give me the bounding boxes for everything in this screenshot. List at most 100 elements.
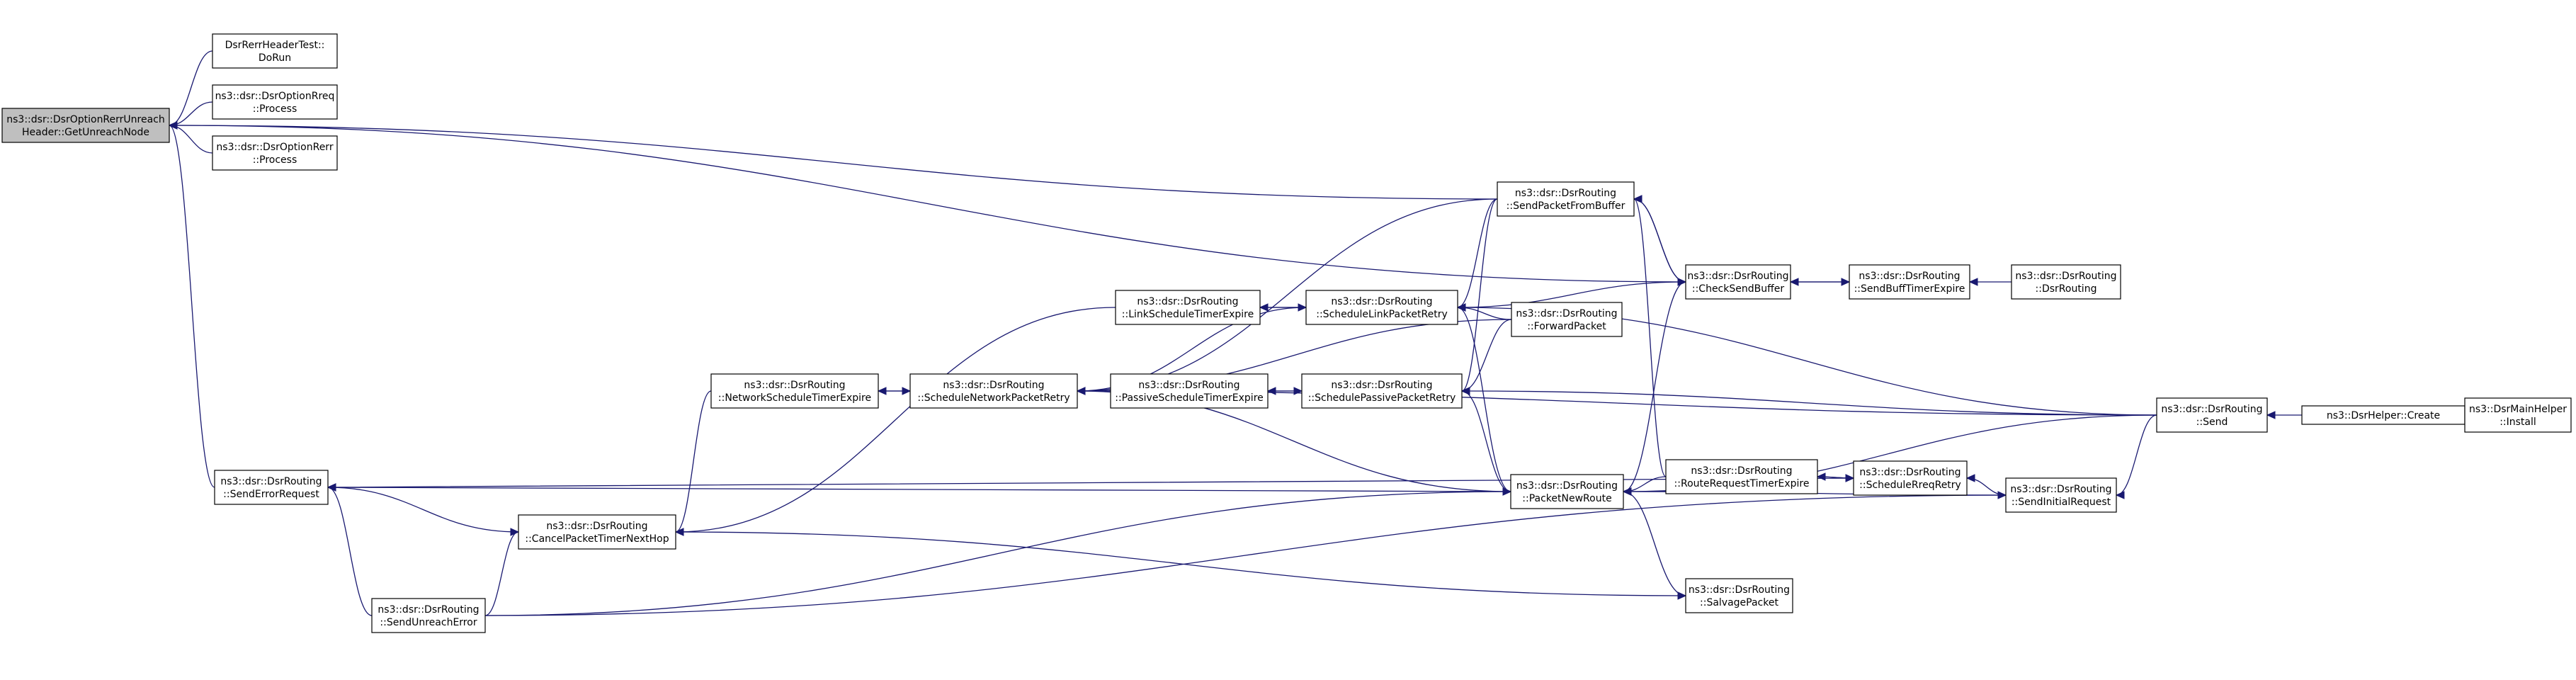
edge-arrowhead bbox=[2115, 491, 2125, 499]
edge-netexpire-to-cancel bbox=[674, 390, 712, 536]
edge-line bbox=[484, 531, 519, 616]
node-label-line: ns3::dsr::DsrRouting bbox=[1137, 296, 1238, 307]
node-label-line: ::Process bbox=[253, 103, 297, 115]
edge-rerrtest-to-root bbox=[168, 50, 213, 130]
node-box bbox=[2011, 264, 2121, 300]
node-forward[interactable]: ns3::dsr::DsrRouting::ForwardPacket bbox=[1511, 302, 1623, 337]
edge-send-to-schedpass bbox=[1460, 387, 2157, 416]
node-rreqproc[interactable]: ns3::dsr::DsrOptionRreq::Process bbox=[212, 84, 338, 120]
node-label-line: ns3::dsr::DsrOptionRerrUnreach bbox=[6, 114, 165, 125]
node-sendunreach[interactable]: ns3::dsr::DsrRouting::SendUnreachError bbox=[371, 598, 486, 633]
node-rerrtest[interactable]: DsrRerrHeaderTest::DoRun bbox=[212, 33, 338, 69]
node-label-line: ns3::dsr::DsrRouting bbox=[1331, 380, 1432, 391]
node-ctor[interactable]: ns3::dsr::DsrRouting::DsrRouting bbox=[2011, 264, 2121, 300]
edge-linkexpire-to-cancel bbox=[674, 307, 1116, 536]
node-label-line: ns3::dsr::DsrOptionRreq bbox=[215, 91, 335, 102]
node-label-line: ::CancelPacketTimerNextHop bbox=[525, 533, 669, 545]
edge-ctor-to-buftimer bbox=[1968, 278, 2012, 286]
node-box bbox=[1685, 264, 1791, 300]
edge-arrowhead bbox=[1677, 278, 1687, 286]
node-rreqretry[interactable]: ns3::dsr::DsrRouting::ScheduleRreqRetry bbox=[1853, 460, 1968, 496]
node-senderr[interactable]: ns3::dsr::DsrRouting::SendErrorRequest bbox=[214, 470, 329, 505]
node-schedlink[interactable]: ns3::dsr::DsrRouting::ScheduleLinkPacket… bbox=[1305, 290, 1458, 325]
node-label-line: DsrRerrHeaderTest:: bbox=[225, 40, 325, 51]
node-schedpass[interactable]: ns3::dsr::DsrRouting::SchedulePassivePac… bbox=[1301, 373, 1463, 409]
edge-sendbuf-to-schedpass bbox=[1460, 198, 1498, 395]
node-label-line: ::SendPacketFromBuffer bbox=[1507, 200, 1625, 212]
node-sendbuf[interactable]: ns3::dsr::DsrRouting::SendPacketFromBuff… bbox=[1497, 181, 1635, 217]
edge-send-to-initreq bbox=[2115, 414, 2157, 499]
edge-passexpire-to-schedpass bbox=[1268, 387, 1303, 395]
node-label-line: ::ForwardPacket bbox=[1527, 321, 1606, 332]
node-box bbox=[1305, 290, 1458, 325]
node-box bbox=[1497, 181, 1635, 217]
node-rerrproc[interactable]: ns3::dsr::DsrOptionRerr::Process bbox=[212, 135, 338, 171]
edge-line bbox=[1461, 319, 1512, 392]
node-install[interactable]: ns3::DsrMainHelper::Install bbox=[2464, 397, 2572, 433]
edge-arrowhead bbox=[2266, 411, 2276, 419]
node-box bbox=[1853, 460, 1968, 496]
node-label-line: ns3::dsr::DsrRouting bbox=[1689, 584, 1790, 596]
node-rreqtimer[interactable]: ns3::dsr::DsrRouting::RouteRequestTimerE… bbox=[1665, 459, 1818, 494]
node-label-line: ::ScheduleLinkPacketRetry bbox=[1316, 309, 1447, 320]
node-label-line: Header::GetUnreachNode bbox=[22, 127, 149, 138]
node-box bbox=[1849, 264, 1970, 300]
node-checkbuf[interactable]: ns3::dsr::DsrRouting::CheckSendBuffer bbox=[1685, 264, 1791, 300]
edge-schedlink-to-newroute bbox=[1457, 307, 1512, 496]
node-box bbox=[2005, 477, 2117, 513]
edge-sendunreach-to-senderr bbox=[327, 483, 373, 616]
node-box bbox=[710, 373, 879, 409]
node-send[interactable]: ns3::dsr::DsrRouting::Send bbox=[2156, 397, 2268, 433]
edge-cancel-to-salvage bbox=[675, 531, 1687, 600]
node-label-line: ns3::dsr::DsrRouting bbox=[2161, 404, 2262, 415]
node-label-line: ::SendErrorRequest bbox=[223, 489, 319, 500]
edge-line bbox=[1457, 307, 1511, 492]
node-label-line: ::PacketNewRoute bbox=[1522, 493, 1611, 504]
node-schednet[interactable]: ns3::dsr::DsrRouting::ScheduleNetworkPac… bbox=[909, 373, 1078, 409]
node-initreq[interactable]: ns3::dsr::DsrRouting::SendInitialRequest bbox=[2005, 477, 2117, 513]
node-box bbox=[1511, 302, 1623, 337]
edge-arrowhead bbox=[1997, 491, 2007, 499]
node-box bbox=[212, 135, 338, 171]
edge-newroute-to-senderr bbox=[327, 483, 1511, 492]
node-salvage[interactable]: ns3::dsr::DsrRouting::SalvagePacket bbox=[1685, 578, 1793, 613]
node-newroute[interactable]: ns3::dsr::DsrRouting::PacketNewRoute bbox=[1510, 474, 1624, 509]
edge-newroute-to-schedpass bbox=[1460, 387, 1511, 492]
node-label-line: ::SendInitialRequest bbox=[2012, 497, 2111, 508]
edge-sendunreach-to-initreq bbox=[484, 491, 2007, 616]
node-box bbox=[1110, 373, 1269, 409]
node-buftimer[interactable]: ns3::dsr::DsrRouting::SendBuffTimerExpir… bbox=[1849, 264, 1970, 300]
node-label-line: ns3::dsr::DsrRouting bbox=[1859, 467, 1961, 478]
edge-sendbuf-to-root bbox=[168, 121, 1498, 200]
node-label-line: ns3::DsrHelper::Create bbox=[2327, 410, 2440, 421]
node-box bbox=[2156, 397, 2268, 433]
node-label-line: ns3::dsr::DsrRouting bbox=[2010, 484, 2111, 495]
node-label-line: ::CheckSendBuffer bbox=[1692, 283, 1784, 295]
node-passexpire[interactable]: ns3::dsr::DsrRouting::PassiveScheduleTim… bbox=[1110, 373, 1269, 409]
node-box bbox=[2464, 397, 2572, 433]
node-label-line: ::SendBuffTimerExpire bbox=[1854, 283, 1965, 295]
edge-arrowhead bbox=[510, 528, 520, 536]
node-cancel[interactable]: ns3::dsr::DsrRouting::CancelPacketTimerN… bbox=[518, 514, 676, 550]
edge-salvage-to-newroute bbox=[1622, 487, 1686, 596]
node-label-line: ns3::dsr::DsrRouting bbox=[1516, 480, 1618, 492]
edge-checkbuf-to-root bbox=[168, 121, 1686, 283]
edge-line bbox=[169, 125, 1686, 283]
node-create[interactable]: ns3::DsrHelper::Create bbox=[2301, 405, 2466, 425]
edge-netexpire-to-schednet bbox=[878, 387, 912, 395]
node-label-line: ns3::dsr::DsrRouting bbox=[1331, 296, 1432, 307]
node-netexpire[interactable]: ns3::dsr::DsrRouting::NetworkScheduleTim… bbox=[710, 373, 879, 409]
edge-line bbox=[675, 531, 1686, 596]
edge-line bbox=[327, 487, 519, 533]
node-label-line: ::ScheduleRreqRetry bbox=[1859, 480, 1961, 491]
edge-line bbox=[1461, 390, 2157, 416]
node-root[interactable]: ns3::dsr::DsrOptionRerrUnreachHeader::Ge… bbox=[1, 108, 170, 143]
node-linkexpire[interactable]: ns3::dsr::DsrRouting::LinkScheduleTimerE… bbox=[1115, 290, 1261, 325]
edge-line bbox=[1633, 198, 1686, 283]
node-label-line: ns3::dsr::DsrRouting bbox=[1687, 271, 1788, 282]
edge-linkexpire-to-schedlink bbox=[1260, 303, 1307, 312]
node-label-line: DoRun bbox=[259, 52, 291, 64]
edge-forward-to-schedpass bbox=[1460, 319, 1512, 395]
node-box bbox=[1685, 578, 1793, 613]
node-box bbox=[518, 514, 676, 550]
